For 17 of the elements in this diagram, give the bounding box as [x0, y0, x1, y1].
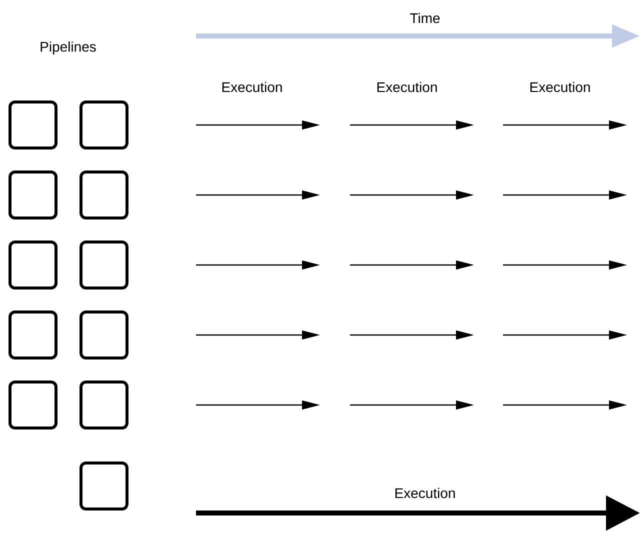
box: [8, 310, 58, 360]
arrow-label: Execution: [377, 82, 437, 92]
arrow-label: Execution: [395, 488, 455, 498]
arrow-label: Execution: [222, 82, 282, 92]
box: [80, 100, 128, 150]
box: [80, 462, 128, 510]
box: [80, 240, 128, 290]
box: [8, 170, 58, 220]
box: [80, 310, 128, 360]
box: [8, 380, 58, 430]
box: [8, 100, 58, 150]
arrow-label: Execution: [530, 82, 590, 92]
axis-label: Time: [410, 12, 440, 24]
column-heading: Pipelines: [40, 41, 96, 55]
box: [80, 380, 128, 430]
box: [80, 170, 128, 220]
box: [8, 240, 58, 290]
